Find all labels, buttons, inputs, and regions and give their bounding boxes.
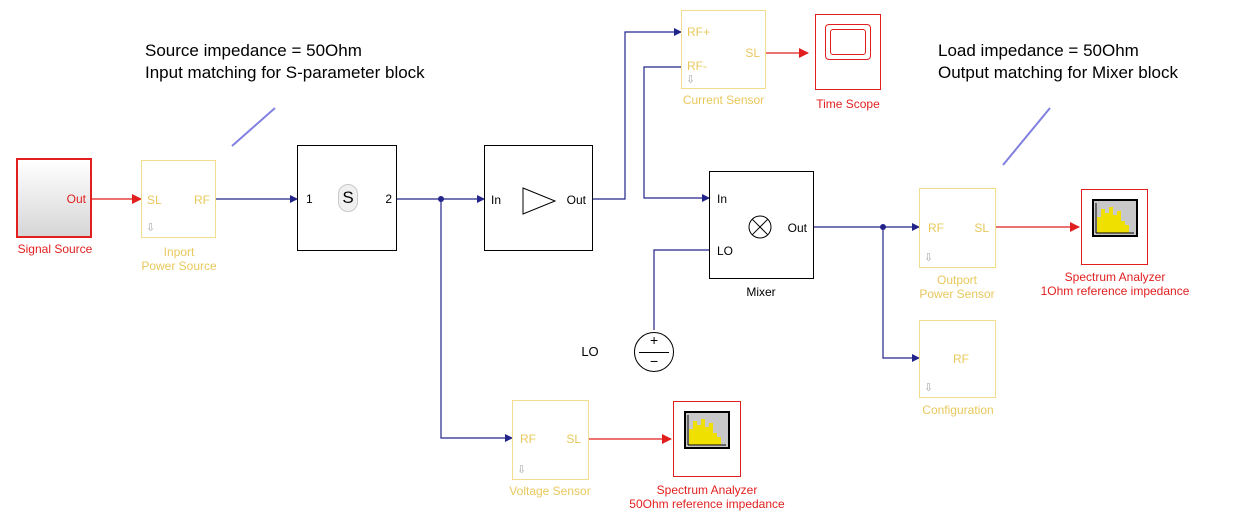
inport-rf-port: RF	[194, 193, 210, 207]
rf-line-branch-to-voltage[interactable]	[440, 199, 513, 442]
source-note-line1: Source impedance = 50Ohm	[145, 41, 362, 60]
outport-label: Outport Power Sensor	[905, 273, 1009, 301]
rf-junction-dot	[880, 224, 886, 230]
amplifier-out-port: Out	[566, 193, 586, 207]
inport-label: Inport Power Source	[128, 245, 230, 273]
configuration-block[interactable]: RF ⇩	[919, 320, 996, 398]
scope-screen-icon	[825, 24, 871, 60]
s-parameter-symbol: S	[342, 188, 354, 207]
amplifier-block[interactable]: In Out	[484, 145, 593, 251]
mixer-in-port: In	[717, 192, 728, 206]
outport-sl-port: SL	[974, 221, 989, 235]
current-sensor-label: Current Sensor	[682, 93, 765, 107]
spectrum-display-icon	[684, 411, 730, 449]
signal-source-label: Signal Source	[17, 242, 93, 256]
s-parameters-block[interactable]: 1 2 S	[297, 145, 397, 251]
voltage-sensor-rf-port: RF	[520, 432, 536, 446]
time-scope-label: Time Scope	[816, 97, 880, 111]
current-sensor-rfplus-port: RF+	[687, 25, 711, 39]
spectrum-analyzer-50ohm-block[interactable]	[673, 401, 741, 477]
s-parameter-icon: S	[338, 184, 358, 212]
library-link-icon: ⇩	[924, 252, 934, 264]
rf-line-rfminus-to-mixer[interactable]	[643, 66, 710, 202]
load-note[interactable]: Load impedance = 50Ohm Output matching f…	[938, 40, 1178, 84]
configuration-label: Configuration	[922, 403, 994, 417]
inport-block[interactable]: SL RF ⇩	[141, 160, 216, 238]
current-sensor-rfminus-port: RF-	[687, 59, 707, 73]
rf-line-branch-to-config[interactable]	[882, 227, 920, 362]
spectrum-display-icon	[1092, 199, 1138, 237]
rf-line-amp-to-rfplus[interactable]	[593, 28, 682, 200]
source-note-line2: Input matching for S-parameter block	[145, 63, 425, 82]
mixer-label: Mixer	[746, 285, 776, 299]
spectrum-50ohm-label-line1: Spectrum Analyzer	[656, 483, 758, 497]
lo-voltage-source[interactable]: + −	[634, 332, 674, 372]
inport-sl-port: SL	[147, 193, 162, 207]
spectrum-1ohm-label-line2: 1Ohm reference impedance	[1040, 284, 1190, 298]
lo-plus-sign: +	[650, 332, 659, 348]
signal-source-block[interactable]: Out	[16, 158, 92, 238]
outport-rf-port: RF	[928, 221, 944, 235]
mixer-block[interactable]: In LO Out	[709, 171, 814, 279]
rf-line-lo-to-mixer[interactable]	[653, 249, 709, 330]
load-note-pointer	[1002, 107, 1051, 166]
library-link-icon: ⇩	[517, 464, 527, 476]
mixer-lo-port: LO	[717, 244, 734, 258]
lo-divider	[639, 352, 669, 353]
sparam-port-1: 1	[306, 192, 313, 206]
configuration-rf-port: RF	[953, 352, 969, 366]
voltage-sensor-sl-port: SL	[566, 432, 581, 446]
outport-label-line2: Power Sensor	[919, 287, 995, 301]
library-link-icon: ⇩	[924, 382, 934, 394]
source-note-pointer	[231, 107, 276, 147]
spectrum-analyzer-1ohm-block[interactable]	[1081, 189, 1148, 265]
voltage-sensor-label: Voltage Sensor	[509, 484, 591, 498]
outport-label-line1: Outport	[936, 273, 978, 287]
amplifier-triangle-icon	[522, 187, 557, 215]
voltage-sensor-block[interactable]: RF SL ⇩	[512, 400, 589, 480]
rf-junction-dot	[438, 196, 444, 202]
inport-label-line1: Inport	[163, 245, 195, 259]
time-scope-block[interactable]	[815, 14, 881, 90]
source-note[interactable]: Source impedance = 50Ohm Input matching …	[145, 40, 425, 84]
mixer-circle-icon	[748, 215, 772, 239]
mixer-out-port: Out	[787, 221, 807, 235]
load-note-line1: Load impedance = 50Ohm	[938, 41, 1139, 60]
current-sensor-block[interactable]: RF+ RF- SL ⇩	[681, 10, 766, 89]
library-link-icon: ⇩	[686, 74, 696, 86]
load-note-line2: Output matching for Mixer block	[938, 63, 1178, 82]
signal-source-out-port: Out	[66, 192, 86, 206]
inport-label-line2: Power Source	[141, 259, 217, 273]
sparam-port-2: 2	[385, 192, 392, 206]
spectrum-50ohm-label-line2: 50Ohm reference impedance	[629, 497, 785, 511]
spectrum-1ohm-label-line1: Spectrum Analyzer	[1064, 270, 1166, 284]
amplifier-in-port: In	[491, 193, 502, 207]
lo-minus-sign: −	[650, 353, 659, 369]
lo-label: LO	[581, 344, 599, 359]
current-sensor-sl-port: SL	[745, 46, 760, 60]
outport-block[interactable]: RF SL ⇩	[919, 188, 996, 268]
spectrum-analyzer-1ohm-label: Spectrum Analyzer 1Ohm reference impedan…	[1035, 270, 1195, 298]
library-link-icon: ⇩	[146, 222, 156, 234]
spectrum-analyzer-50ohm-label: Spectrum Analyzer 50Ohm reference impeda…	[607, 483, 807, 511]
